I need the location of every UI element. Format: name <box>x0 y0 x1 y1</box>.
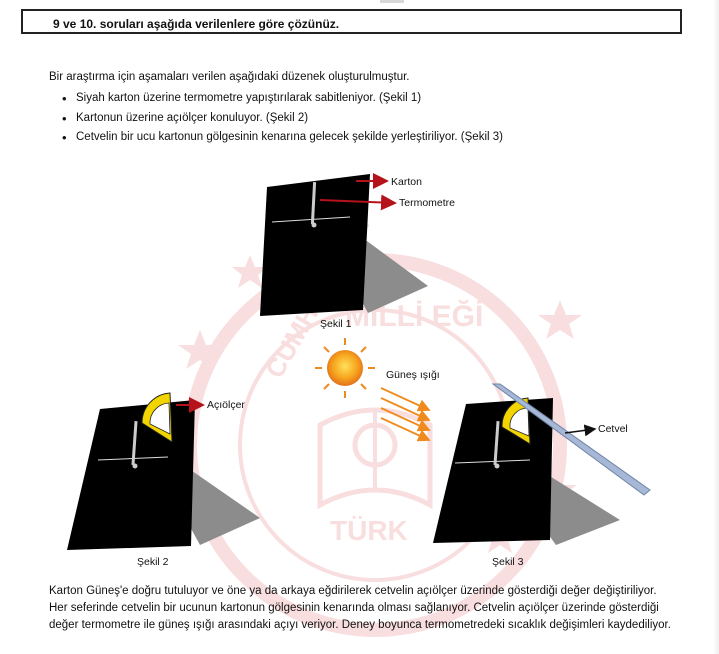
ruler <box>491 383 651 496</box>
card-line-1 <box>271 216 351 223</box>
label-karton: Karton <box>391 176 422 188</box>
top-tab-strip <box>380 0 404 3</box>
label-acioler: Açıölçer <box>207 399 245 411</box>
black-card-3 <box>433 398 553 543</box>
paragraph-line-3: değer termometre ile güneş ışığı arasınd… <box>49 619 671 631</box>
arrow-cetvel <box>564 424 597 437</box>
black-card-2 <box>67 400 195 550</box>
arrow-termometre <box>319 194 397 211</box>
label-gunes-isigi: Güneş ışığı <box>386 369 440 381</box>
question-header-title: 9 ve 10. soruları aşağıda verilenlere gö… <box>53 17 340 31</box>
question-header: 9 ve 10. soruları aşağıda verilenlere gö… <box>21 9 682 34</box>
label-termometre: Termometre <box>399 197 456 209</box>
label-sekil-1: Şekil 1 <box>320 318 352 330</box>
paragraph-line-2: Her seferinde cetvelin bir ucunun karton… <box>49 602 659 614</box>
step-list: Siyah karton üzerine termometre yapıştır… <box>62 91 503 151</box>
label-sekil-3: Şekil 3 <box>492 556 524 568</box>
intro-text: Bir araştırma için aşamaları verilen aşa… <box>49 71 410 83</box>
black-card-1 <box>260 174 370 316</box>
thermometer-3 <box>493 420 500 466</box>
paragraph-line-1: Karton Güneş'e doğru tutuluyor ve öne ya… <box>49 585 657 597</box>
svg-text:TÜRK: TÜRK <box>330 515 408 546</box>
step-item-1: Siyah karton üzerine termometre yapıştır… <box>62 91 503 112</box>
thermometer-2 <box>131 420 138 466</box>
sun-icon <box>315 338 375 398</box>
step-item-3: Cetvelin bir ucu kartonun gölgesinin ken… <box>62 130 503 151</box>
label-sekil-2: Şekil 2 <box>137 556 169 568</box>
figure-1 <box>260 173 428 316</box>
page-edge <box>713 0 719 654</box>
sunlight-arrows <box>380 387 431 442</box>
figure-3 <box>433 383 651 545</box>
step-item-2: Kartonun üzerine açıölçer konuluyor. (Şe… <box>62 111 503 132</box>
figure-2 <box>67 392 260 550</box>
explanation-paragraph: Karton Güneş'e doğru tutuluyor ve öne ya… <box>49 583 689 634</box>
thermometer-1 <box>310 181 317 225</box>
label-cetvel: Cetvel <box>598 423 628 435</box>
card-line-3 <box>454 459 531 464</box>
